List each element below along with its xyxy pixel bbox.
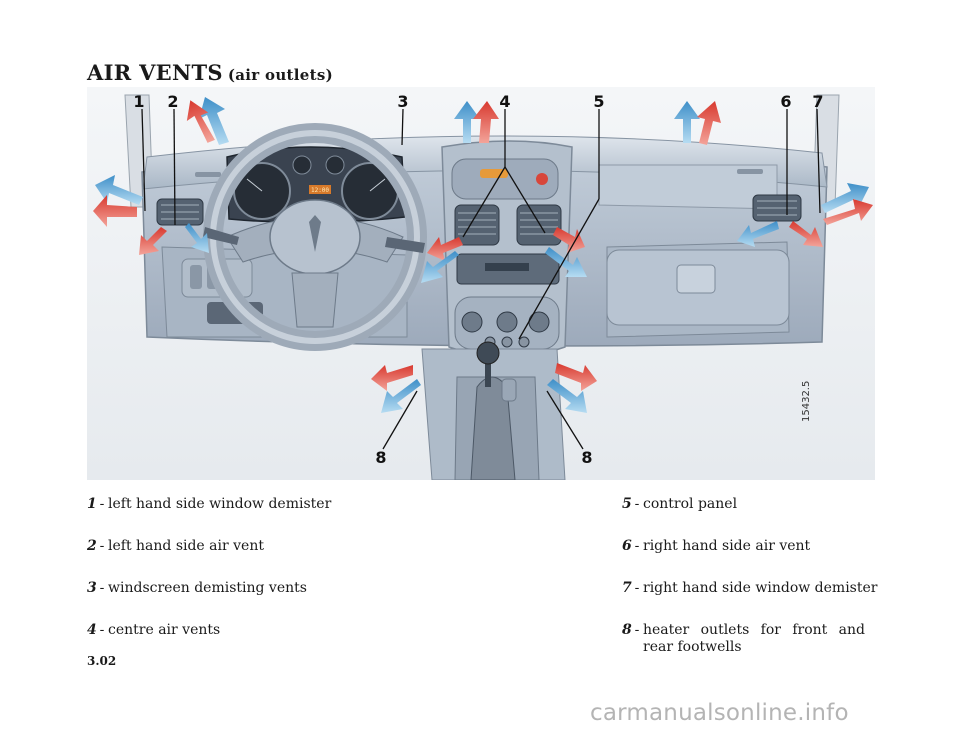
legend-separator: - bbox=[634, 622, 640, 638]
legend-text: windscreen demisting vents bbox=[108, 580, 307, 596]
legend-number: 7 bbox=[622, 580, 632, 596]
legend-separator: - bbox=[99, 538, 105, 554]
legend-text: heater outlets for front and rear footwe… bbox=[643, 622, 865, 655]
legend-number: 8 bbox=[622, 622, 632, 638]
dashboard-illustration: 12:00 bbox=[87, 87, 875, 480]
legend-separator: - bbox=[634, 496, 640, 512]
callout-4: 4 bbox=[499, 92, 510, 111]
watermark: carmanualsonline.info bbox=[590, 700, 849, 726]
legend-item-8: 8 - heater outlets for front and rear fo… bbox=[622, 622, 865, 656]
legend-text: right hand side air vent bbox=[643, 538, 811, 554]
legend-number: 1 bbox=[87, 496, 97, 512]
legend-text: control panel bbox=[643, 496, 738, 512]
legend-number: 6 bbox=[622, 538, 632, 554]
legend-item-4: 4 - centre air vents bbox=[87, 622, 220, 639]
legend-text: left hand side window demister bbox=[108, 496, 332, 512]
callout-3: 3 bbox=[397, 92, 408, 111]
legend-separator: - bbox=[99, 622, 105, 638]
legend-item-5: 5 - control panel bbox=[622, 496, 737, 513]
legend-item-6: 6 - right hand side air vent bbox=[622, 538, 810, 555]
legend-item-2: 2 - left hand side air vent bbox=[87, 538, 264, 555]
page-number: 3.02 bbox=[87, 654, 117, 668]
legend-separator: - bbox=[634, 580, 640, 596]
legend-item-7: 7 - right hand side window demister bbox=[622, 580, 877, 597]
legend-number: 4 bbox=[87, 622, 97, 638]
title-subtitle: (air outlets) bbox=[227, 66, 333, 84]
callout-8-right: 8 bbox=[581, 448, 592, 467]
legend-separator: - bbox=[99, 496, 105, 512]
legend-item-1: 1 - left hand side window demister bbox=[87, 496, 331, 513]
page-title: AIR VENTS(air outlets) bbox=[87, 60, 333, 85]
legend-text: centre air vents bbox=[108, 622, 221, 638]
legend-text: right hand side window demister bbox=[643, 580, 878, 596]
cluster-clock: 12:00 bbox=[311, 187, 329, 194]
figure-reference-code: 15432.5 bbox=[801, 381, 812, 422]
legend-number: 5 bbox=[622, 496, 632, 512]
legend-number: 2 bbox=[87, 538, 97, 554]
legend-separator: - bbox=[634, 538, 640, 554]
legend-separator: - bbox=[99, 580, 105, 596]
callout-1: 1 bbox=[133, 92, 144, 111]
legend-text: left hand side air vent bbox=[108, 538, 264, 554]
callout-8-left: 8 bbox=[375, 448, 386, 467]
callout-5: 5 bbox=[593, 92, 604, 111]
legend-number: 3 bbox=[87, 580, 97, 596]
legend-item-3: 3 - windscreen demisting vents bbox=[87, 580, 307, 597]
callout-6: 6 bbox=[780, 92, 791, 111]
title-main: AIR VENTS bbox=[87, 60, 223, 85]
callout-7: 7 bbox=[812, 92, 823, 111]
callout-2: 2 bbox=[167, 92, 178, 111]
